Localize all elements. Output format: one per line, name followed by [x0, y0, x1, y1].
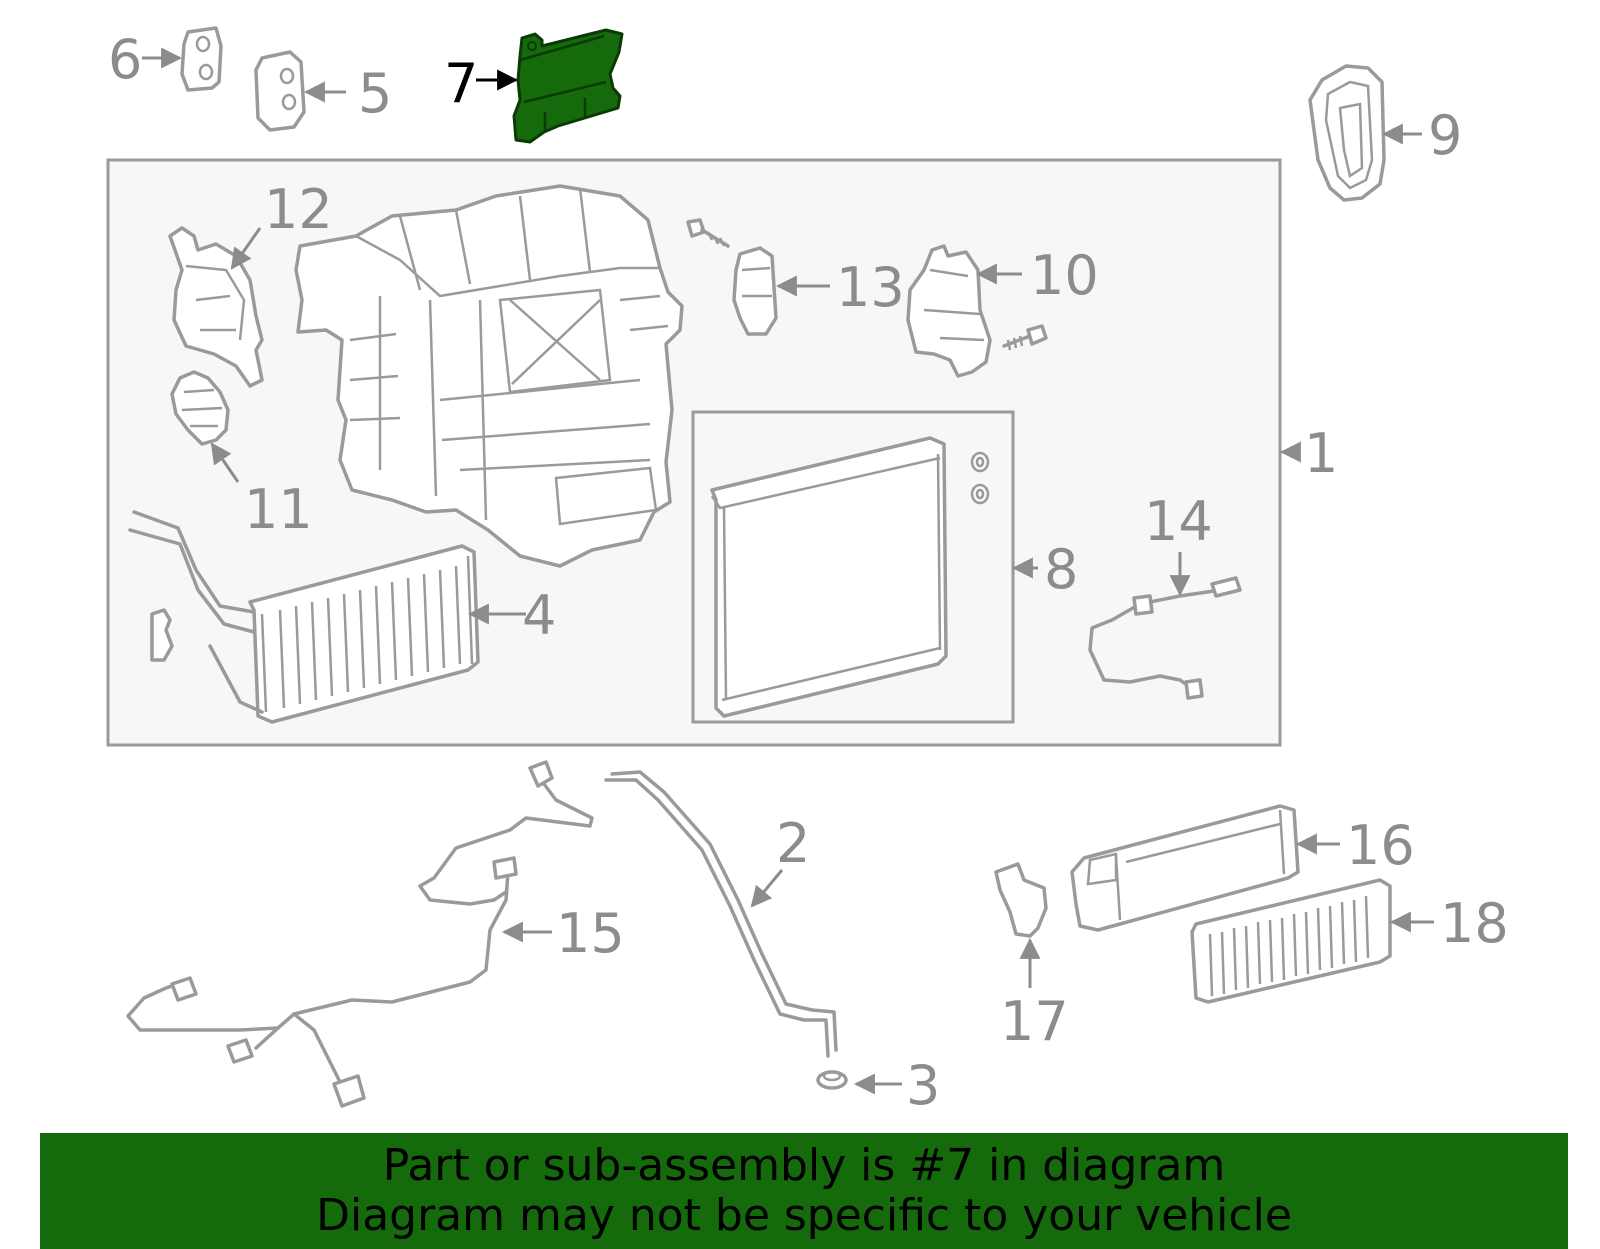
part-6-gasket[interactable]	[180, 26, 223, 92]
callout-14: 14	[1144, 490, 1213, 553]
part-14-harness[interactable]	[1088, 576, 1242, 700]
callout-15: 15	[556, 902, 625, 965]
part-4-heater-core[interactable]	[128, 510, 480, 724]
part-8-evaporator[interactable]	[710, 436, 990, 718]
part-15-harness[interactable]	[126, 760, 594, 1108]
part-17-bracket[interactable]	[994, 862, 1048, 938]
callout-8: 8	[1044, 538, 1078, 601]
callout-labels: 6 5 7 9 12 13 10 1 11 14 8 4 2 16 15 18 …	[108, 28, 1509, 1117]
info-banner: Part or sub-assembly is #7 in diagram Di…	[40, 1133, 1568, 1249]
callout-6: 6	[108, 28, 142, 91]
callout-2: 2	[776, 812, 810, 875]
callout-16: 16	[1346, 814, 1415, 877]
callout-10: 10	[1030, 244, 1099, 307]
part-16-housing[interactable]	[1070, 804, 1300, 932]
part-2-pipe[interactable]	[604, 770, 838, 1058]
leader-lines	[142, 47, 1434, 1095]
callout-3: 3	[906, 1054, 940, 1117]
part-13-sensor[interactable]	[732, 246, 778, 336]
callout-12: 12	[264, 178, 333, 241]
callout-1: 1	[1304, 422, 1338, 485]
callout-18: 18	[1440, 892, 1509, 955]
callout-17: 17	[1000, 990, 1069, 1053]
part-3-grommet[interactable]	[816, 1070, 848, 1090]
screw-upper[interactable]	[686, 218, 730, 248]
screw-right[interactable]	[1002, 324, 1048, 351]
callout-7: 7	[444, 52, 478, 115]
callout-9: 9	[1428, 104, 1462, 167]
callout-13: 13	[836, 256, 905, 319]
part-7-control-module[interactable]	[512, 28, 624, 144]
part-5-gasket[interactable]	[254, 50, 306, 132]
callout-5: 5	[358, 62, 392, 125]
part-10-actuator[interactable]	[906, 244, 992, 378]
banner-line-2: Diagram may not be specific to your vehi…	[316, 1190, 1292, 1241]
callout-4: 4	[522, 584, 556, 647]
banner-line-1: Part or sub-assembly is #7 in diagram	[382, 1140, 1226, 1191]
part-18-filter[interactable]	[1190, 878, 1392, 1004]
callout-11: 11	[244, 478, 313, 541]
part-9-frame[interactable]	[1308, 64, 1386, 202]
hvac-unit-housing[interactable]	[294, 184, 684, 568]
part-11-actuator[interactable]	[170, 370, 230, 446]
